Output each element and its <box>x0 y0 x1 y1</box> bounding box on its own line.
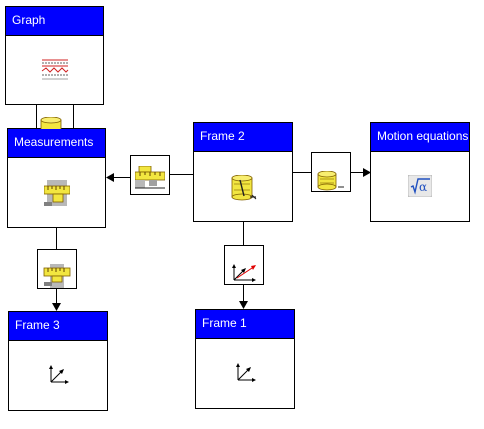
graph-icon <box>40 57 70 83</box>
wire-connector-measurements <box>112 177 131 178</box>
block-frame1[interactable]: Frame 1 <box>195 309 295 409</box>
wire-connector-frame3 <box>56 289 57 304</box>
wire-motion-connector-motion <box>350 172 364 173</box>
wire-graph-measurements-right <box>73 104 74 128</box>
wire-connector-frame1 <box>243 284 244 302</box>
block-frame2-title: Frame 2 <box>200 129 245 143</box>
connector-frame2-measurements[interactable] <box>130 155 170 195</box>
axes-icon <box>49 365 69 384</box>
block-frame1-title-bar: Frame 1 <box>196 310 294 339</box>
cylinder-icon <box>40 117 62 129</box>
block-frame2-title-bar: Frame 2 <box>194 123 292 152</box>
cylinder-icon <box>231 175 257 201</box>
arrowhead-frame3 <box>52 303 61 311</box>
block-frame3[interactable]: Frame 3 <box>8 311 108 411</box>
connector-measurements-frame3[interactable] <box>37 249 77 289</box>
wire-graph-measurements-left <box>36 104 37 128</box>
block-motion-title: Motion equations <box>377 129 469 143</box>
block-frame3-title-bar: Frame 3 <box>9 312 107 341</box>
block-graph[interactable]: Graph <box>5 6 104 105</box>
connector-frame2-frame1[interactable] <box>224 245 264 285</box>
svg-text:α: α <box>419 180 427 194</box>
arrowhead-measurements <box>106 173 114 182</box>
wire-frame2-motion-connector <box>292 172 312 173</box>
ruler-icon <box>43 264 71 288</box>
connector-frame2-motion[interactable] <box>311 152 351 192</box>
block-frame1-title: Frame 1 <box>202 316 247 330</box>
ruler-icon <box>135 166 165 189</box>
arrowhead-motion <box>363 168 371 177</box>
axes-icon <box>232 264 256 282</box>
block-measurements-title: Measurements <box>14 135 94 149</box>
block-frame2[interactable]: Frame 2 <box>193 122 293 222</box>
ruler-icon <box>44 180 70 206</box>
axes-icon <box>236 363 256 382</box>
block-measurements-title-bar: Measurements <box>8 129 105 158</box>
cylinder-icon <box>317 171 344 191</box>
block-frame3-title: Frame 3 <box>15 318 60 332</box>
connector-graph-measurements[interactable] <box>40 117 62 129</box>
arrowhead-frame1 <box>239 301 248 309</box>
wire-frame2-connector-down <box>243 221 244 245</box>
sqrt-alpha-icon: α <box>408 175 432 197</box>
wire-measurements-connector <box>56 227 57 249</box>
block-motion-equations[interactable]: Motion equations α <box>370 122 470 222</box>
block-motion-title-bar: Motion equations <box>371 123 469 152</box>
block-graph-title-bar: Graph <box>6 7 103 36</box>
block-graph-title: Graph <box>12 13 46 27</box>
block-measurements[interactable]: Measurements <box>7 128 106 228</box>
wire-frame2-connector <box>169 174 193 175</box>
